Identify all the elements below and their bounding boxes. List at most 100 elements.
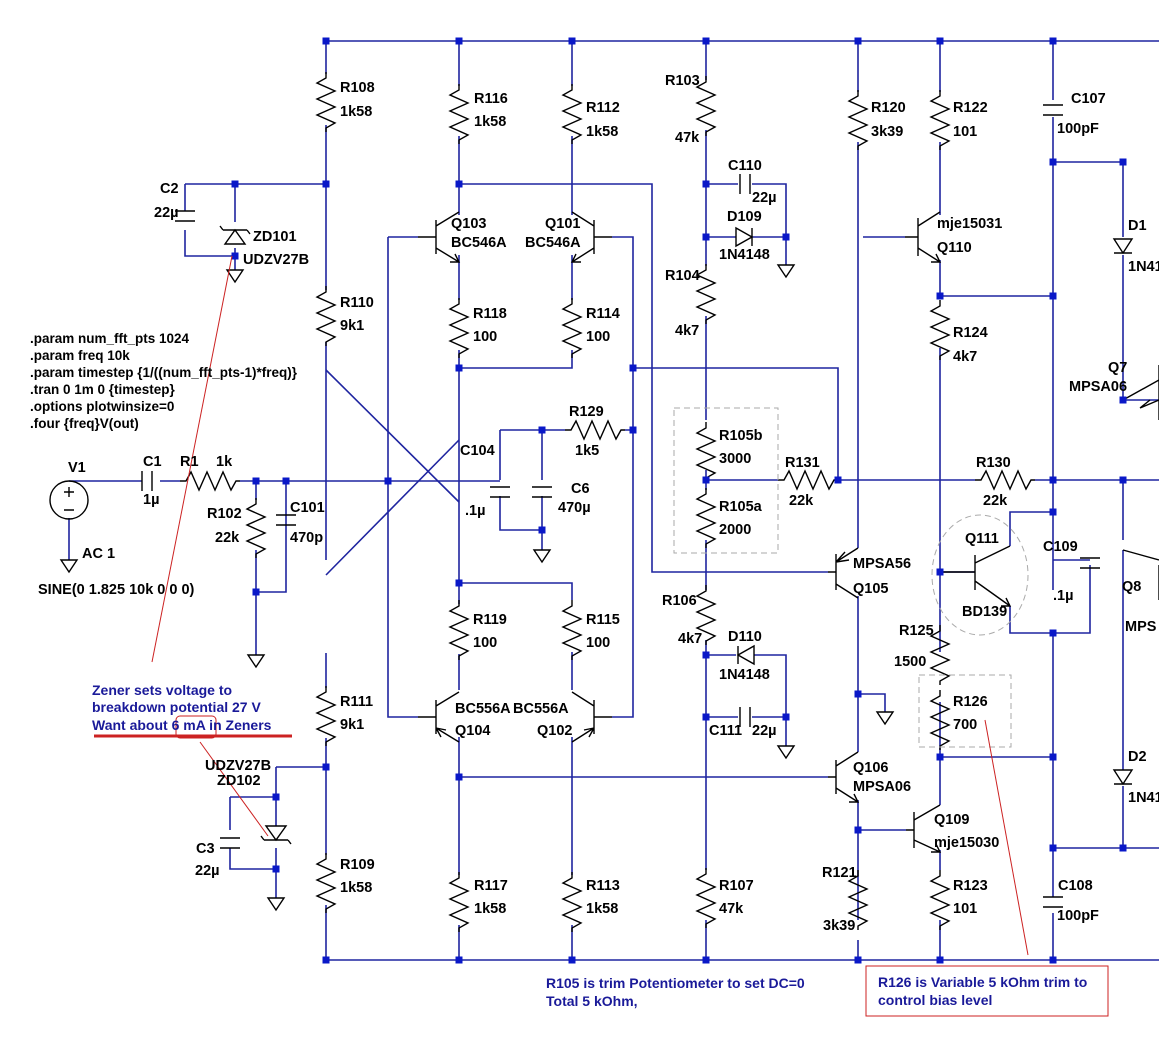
transistor-q102 <box>571 691 612 743</box>
directive-line: .param num_fft_pts 1024 <box>30 331 190 346</box>
junction-dot <box>702 651 710 659</box>
value-r131: 22k <box>789 493 814 509</box>
transistors <box>418 211 1159 853</box>
label-r123: R123 <box>953 878 988 894</box>
junction-dot <box>1119 158 1127 166</box>
r126-note-line: control bias level <box>878 992 992 1008</box>
directive-line: .param freq 10k <box>30 348 130 363</box>
label-r105b: R105b <box>719 428 763 444</box>
diode-d110 <box>736 644 755 666</box>
source-labels: V1 AC 1 SINE(0 1.825 10k 0 0 0) <box>38 460 195 598</box>
junction-dot <box>1049 844 1057 852</box>
value-c1: 1µ <box>143 492 159 508</box>
cap-c107 <box>1043 104 1063 116</box>
ground-d109 <box>776 264 796 279</box>
junction-dot <box>782 233 790 241</box>
junction-dot <box>854 37 862 45</box>
label-r120: R120 <box>871 100 906 116</box>
value-r114: 100 <box>586 329 610 345</box>
model-q105: MPSA56 <box>853 556 911 572</box>
junction-dot <box>936 292 944 300</box>
model-q101: BC546A <box>525 235 581 251</box>
zener-zd101 <box>219 225 251 245</box>
junction-dot <box>322 180 330 188</box>
value-r124: 4k7 <box>953 349 977 365</box>
ground-zd102 <box>266 897 286 912</box>
cap-c6 <box>532 486 552 498</box>
zener-note-highlight <box>175 715 217 739</box>
junction-dot <box>936 37 944 45</box>
label-c101: C101 <box>290 500 325 516</box>
value-r126: 700 <box>953 717 977 733</box>
model-d110: 1N4148 <box>719 667 770 683</box>
label-r124: R124 <box>953 325 988 341</box>
junction-dot <box>702 37 710 45</box>
source-v1 <box>49 480 89 520</box>
junction-dot <box>936 956 944 964</box>
value-r118: 100 <box>473 329 497 345</box>
junction-dot <box>702 956 710 964</box>
value-r119: 100 <box>473 635 497 651</box>
label-r111: R111 <box>340 694 373 710</box>
cap-c104 <box>490 486 510 498</box>
transistor-q101 <box>570 211 612 263</box>
zener-note-line: Want about 6 mA in Zeners <box>92 717 272 733</box>
value-r103: 47k <box>675 130 700 146</box>
junction-dot <box>1049 508 1057 516</box>
label-q110: Q110 <box>937 240 972 256</box>
junction-dot <box>702 713 710 721</box>
label-r126: R126 <box>953 694 988 710</box>
model-zd102: UDZV27B <box>205 758 271 774</box>
diode-d1 <box>1112 238 1134 255</box>
junction-dot <box>1119 844 1127 852</box>
junction-dot <box>455 180 463 188</box>
model-q106: MPSA06 <box>853 779 911 795</box>
junction-dot <box>538 426 546 434</box>
junction-dot <box>702 476 710 484</box>
junction-dot <box>702 233 710 241</box>
label-q104: Q104 <box>455 723 490 739</box>
junction-dot <box>1049 629 1057 637</box>
resistor-labels: R108 1k58 R116 1k58 R112 1k58 R103 47k R… <box>180 73 1011 934</box>
value-r122: 101 <box>953 124 977 140</box>
junction-dot <box>455 364 463 372</box>
junction-dot <box>1049 158 1057 166</box>
ground-q105 <box>875 711 895 726</box>
cap-c1 <box>141 471 153 491</box>
label-c6: C6 <box>571 481 590 497</box>
junction-dot <box>272 793 280 801</box>
label-c110: C110 <box>728 158 762 174</box>
value-r123: 101 <box>953 901 977 917</box>
zener-note-line: breakdown potential 27 V <box>92 699 261 715</box>
value-r125: 1500 <box>894 654 926 670</box>
model-q103: BC546A <box>451 235 507 251</box>
junction-dot <box>455 956 463 964</box>
junction-dot <box>322 37 330 45</box>
label-c111: C111 <box>709 723 742 739</box>
label-c1: C1 <box>143 454 162 470</box>
note-leaders <box>94 255 1109 1017</box>
value-r113: 1k58 <box>586 901 618 917</box>
ground-v1 <box>59 559 79 574</box>
transistor-q104 <box>418 691 460 743</box>
label-q103: Q103 <box>451 216 486 232</box>
label-q8: Q8 <box>1122 579 1141 595</box>
directive-line: .options plotwinsize=0 <box>30 399 174 414</box>
label-r115: R115 <box>586 612 620 628</box>
value-r108: 1k58 <box>340 104 372 120</box>
junction-dot <box>231 180 239 188</box>
label-c104: C104 <box>460 443 495 459</box>
junction-dot <box>854 690 862 698</box>
transistor-q109 <box>906 804 942 853</box>
value-r112: 1k58 <box>586 124 618 140</box>
model-q104: BC556A <box>455 701 511 717</box>
r126-note-line: R126 is Variable 5 kOhm trim to <box>878 974 1087 990</box>
model-q109: mje15030 <box>934 835 999 851</box>
junction-dot <box>455 773 463 781</box>
label-zd101: ZD101 <box>253 229 297 245</box>
label-r116: R116 <box>474 91 508 107</box>
capacitor-labels: C2 22µ C110 22µ C107 100pF C1 1µ C101 47… <box>143 91 1106 924</box>
label-r106: R106 <box>662 593 697 609</box>
semiconductor-labels: ZD101 UDZV27B ZD102 UDZV27B D109 1N4148 … <box>205 209 1159 851</box>
